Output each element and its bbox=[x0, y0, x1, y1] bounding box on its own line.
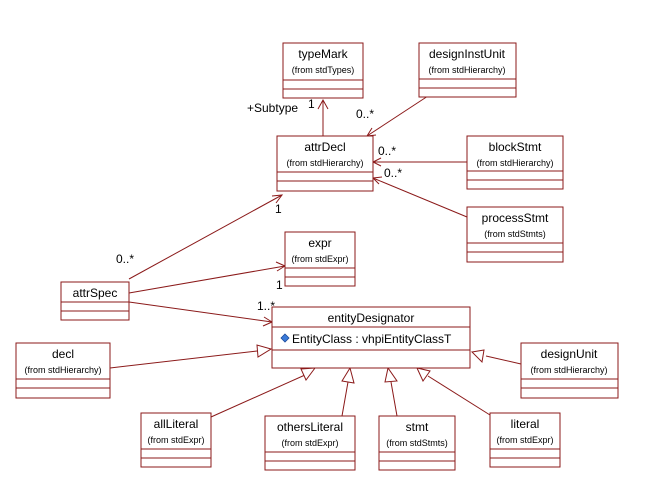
class-attrSpec[interactable]: attrSpec bbox=[60, 281, 130, 321]
class-package: (from stdExpr) bbox=[496, 435, 553, 445]
class-typeMark[interactable]: typeMark (from stdTypes) bbox=[282, 42, 364, 99]
class-package: (from stdStmts) bbox=[386, 438, 448, 448]
class-name: designInstUnit bbox=[429, 47, 506, 61]
block-multiplicity: 0..* bbox=[378, 144, 396, 158]
class-name: expr bbox=[308, 236, 331, 250]
class-blockStmt[interactable]: blockStmt (from stdHierarchy) bbox=[466, 135, 564, 190]
expr-multiplicity: 1 bbox=[276, 278, 283, 292]
edge-othersLiteral-entityDesignator bbox=[341, 366, 355, 417]
class-decl[interactable]: decl (from stdHierarchy) bbox=[15, 342, 111, 399]
edge-allLiteral-entityDesignator bbox=[210, 367, 317, 418]
edge-stmt-entityDesignator bbox=[384, 366, 398, 417]
edge-decl-entityDesignator bbox=[109, 344, 273, 369]
edge-attrSpec-entityDesignator bbox=[128, 301, 274, 327]
class-name: decl bbox=[52, 347, 74, 361]
class-package: (from stdHierarchy) bbox=[428, 65, 505, 75]
edge-attrDecl-typeMark bbox=[317, 98, 329, 136]
designInst-multiplicity: 0..* bbox=[356, 107, 374, 121]
class-processStmt[interactable]: processStmt (from stdStmts) bbox=[466, 206, 564, 263]
class-package: (from stdHierarchy) bbox=[530, 365, 607, 375]
class-name: designUnit bbox=[541, 347, 598, 361]
edge-attrSpec-attrDecl bbox=[128, 194, 284, 280]
entity-multiplicity: 1..* bbox=[257, 299, 275, 313]
edge-blockStmt-attrDecl bbox=[371, 157, 467, 167]
edge-designUnit-entityDesignator bbox=[470, 349, 522, 365]
class-designInstUnit[interactable]: designInstUnit (from stdHierarchy) bbox=[418, 42, 517, 98]
class-name: blockStmt bbox=[489, 140, 542, 154]
class-package: (from stdHierarchy) bbox=[476, 158, 553, 168]
class-entityDesignator[interactable]: entityDesignator EntityClass : vhpiEntit… bbox=[271, 306, 471, 369]
class-name: entityDesignator bbox=[328, 311, 415, 325]
class-attribute: EntityClass : vhpiEntityClassT bbox=[292, 332, 452, 346]
diamond-icon bbox=[280, 333, 290, 343]
attrDecl-end-multiplicity: 1 bbox=[275, 202, 282, 216]
attrSpec-decl-multiplicity: 0..* bbox=[116, 252, 134, 266]
class-literal[interactable]: literal (from stdExpr) bbox=[489, 412, 561, 468]
class-name: literal bbox=[511, 417, 540, 431]
class-name: stmt bbox=[406, 420, 429, 434]
class-package: (from stdTypes) bbox=[292, 65, 355, 75]
class-name: typeMark bbox=[298, 47, 348, 61]
class-package: (from stdExpr) bbox=[291, 254, 348, 264]
class-package: (from stdStmts) bbox=[484, 229, 546, 239]
subtype-role-label: +Subtype bbox=[247, 101, 298, 115]
class-package: (from stdExpr) bbox=[147, 435, 204, 445]
class-package: (from stdHierarchy) bbox=[24, 365, 101, 375]
edge-designInstUnit-attrDecl bbox=[366, 95, 429, 137]
class-name: attrSpec bbox=[73, 286, 118, 300]
class-expr[interactable]: expr (from stdExpr) bbox=[284, 231, 356, 287]
class-designUnit[interactable]: designUnit (from stdHierarchy) bbox=[520, 342, 619, 399]
class-name: attrDecl bbox=[304, 140, 345, 154]
class-package: (from stdHierarchy) bbox=[286, 158, 363, 168]
class-othersLiteral[interactable]: othersLiteral (from stdExpr) bbox=[264, 415, 356, 471]
class-name: processStmt bbox=[482, 211, 549, 225]
edge-literal-entityDesignator bbox=[416, 367, 491, 416]
edge-processStmt-attrDecl bbox=[371, 176, 468, 218]
class-allLiteral[interactable]: allLiteral (from stdExpr) bbox=[140, 412, 212, 468]
process-multiplicity: 0..* bbox=[384, 166, 402, 180]
class-package: (from stdExpr) bbox=[281, 438, 338, 448]
class-name: allLiteral bbox=[154, 417, 199, 431]
class-name: othersLiteral bbox=[277, 420, 343, 434]
class-attrDecl[interactable]: attrDecl (from stdHierarchy) bbox=[276, 135, 374, 192]
subtype-multiplicity: 1 bbox=[308, 97, 315, 111]
class-stmt[interactable]: stmt (from stdStmts) bbox=[378, 415, 456, 471]
